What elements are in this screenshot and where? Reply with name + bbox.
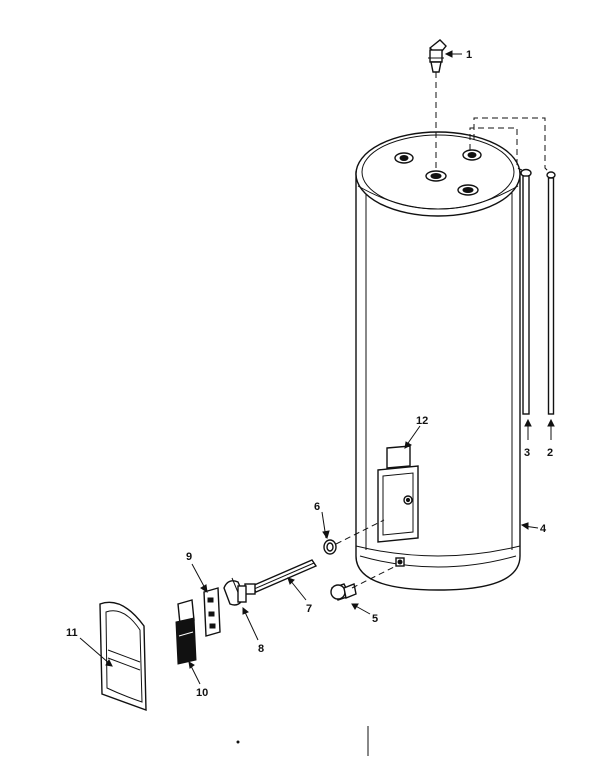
callout-12: 12: [416, 415, 428, 427]
callout-3: 3: [524, 447, 530, 459]
leader-lines: [79, 50, 555, 685]
rod-dashline-2: [473, 117, 550, 173]
scan-dot: [236, 740, 240, 744]
part-9-thermostat: [203, 587, 221, 637]
part-3-rod: [520, 168, 532, 415]
callout-6: 6: [314, 501, 320, 513]
part-6-gasket: [323, 539, 337, 555]
callout-4: 4: [540, 523, 547, 535]
part-1-fitting: [428, 39, 447, 73]
part-8-bracket: [223, 577, 247, 606]
part-5-drain-valve: [330, 583, 357, 601]
rod-dashline-3: [469, 127, 523, 171]
drain-opening: [395, 557, 405, 567]
callout-1: 1: [466, 49, 472, 61]
callout-8: 8: [258, 643, 264, 655]
part-2-rod: [546, 171, 556, 415]
top-fittings: [394, 149, 482, 196]
part-11-access-cover: [99, 601, 147, 712]
part-6-dashline: [335, 519, 385, 545]
callout-10: 10: [196, 687, 208, 699]
label-plate: [386, 445, 411, 469]
part-7-heating-element: [244, 559, 318, 595]
callout-9: 9: [186, 551, 192, 563]
callout-2: 2: [547, 447, 553, 459]
callout-11: 11: [66, 627, 78, 639]
callout-7: 7: [306, 603, 312, 615]
part-10-insulation: [175, 599, 197, 665]
element-opening: [377, 465, 419, 543]
part-5-dashline: [351, 565, 397, 589]
callout-5: 5: [372, 613, 378, 625]
